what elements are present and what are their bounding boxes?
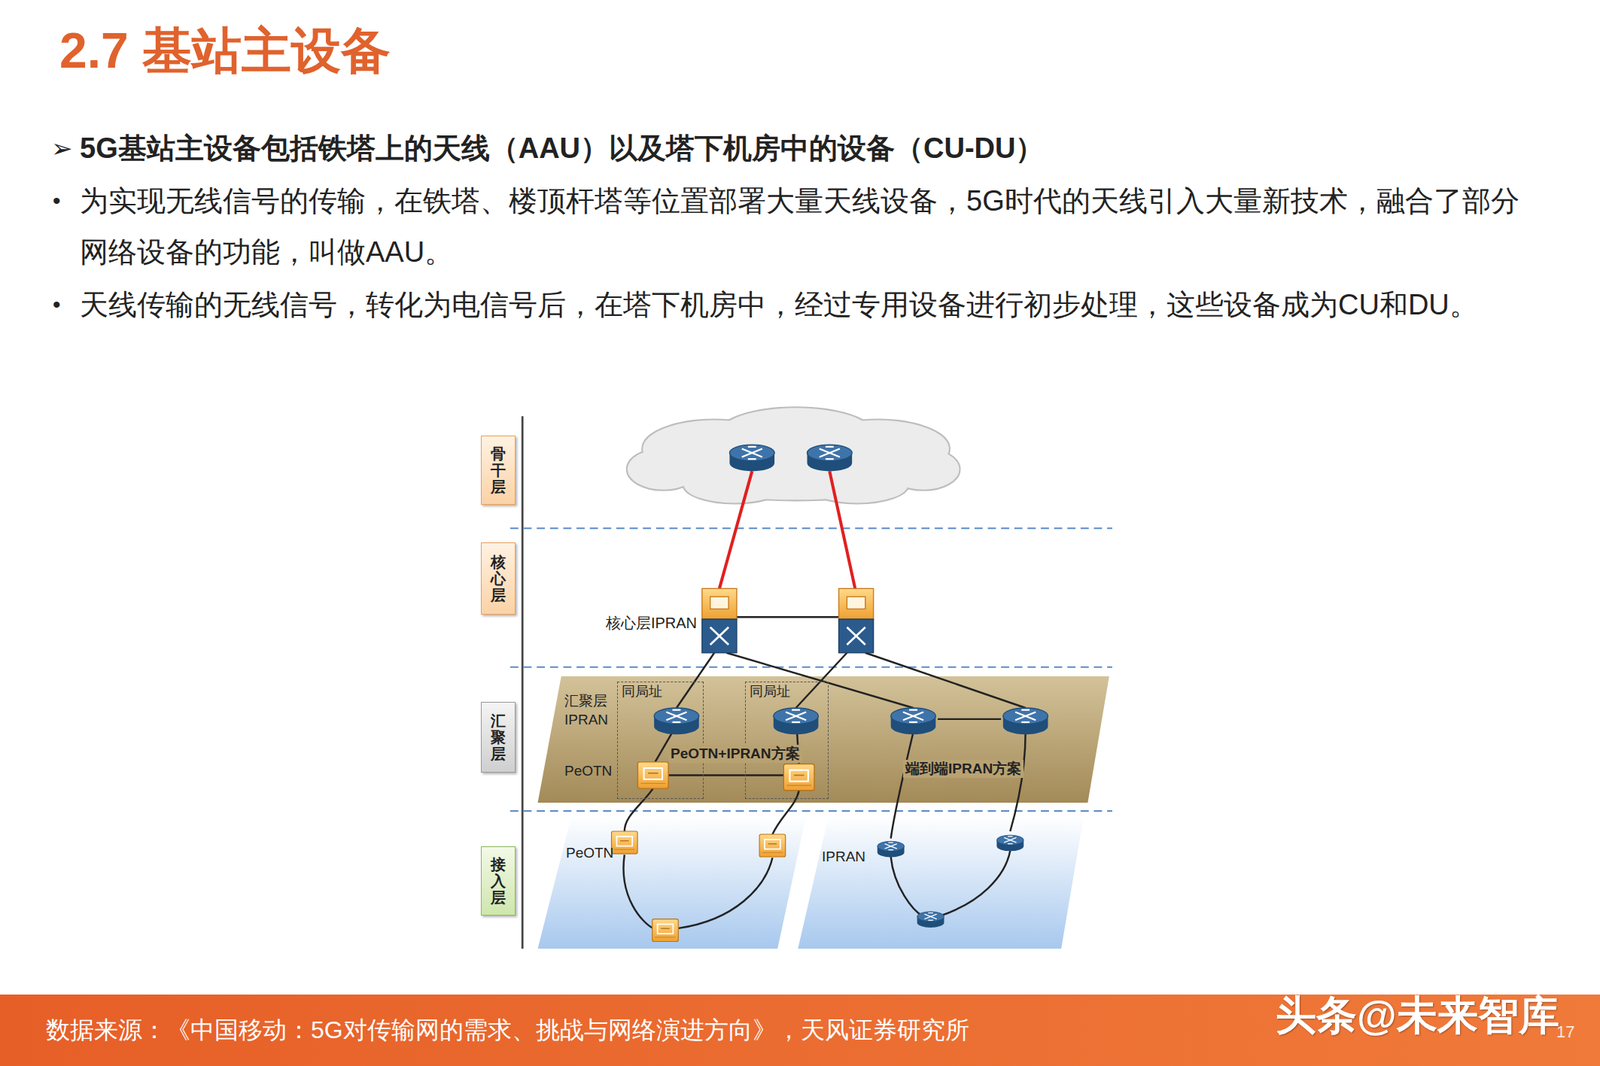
path-shape (772, 790, 799, 835)
backbone-link (719, 471, 855, 589)
line-shape (510, 666, 1113, 669)
cloud-outline (627, 407, 960, 503)
access-band (797, 816, 1084, 950)
bullet-marker: • (52, 279, 61, 331)
layer-label: 核心层 (480, 542, 516, 615)
line-shape (726, 653, 913, 709)
co-site-box: 同局址 (617, 681, 704, 800)
path-shape (891, 857, 923, 917)
ellipse-shape (683, 466, 786, 504)
device-label: IPRAN (821, 847, 866, 867)
use-shape (729, 444, 775, 472)
source-note: 数据来源：《中国移动：5G对传输网的需求、挑战与网络演进方向》，天风证券研究所 (45, 994, 970, 1066)
ellipse-shape (806, 466, 909, 504)
layer-label: 汇聚层 (480, 702, 516, 773)
use-shape (773, 708, 819, 735)
ellipse-shape (806, 466, 909, 504)
device-label: PeOTN (564, 761, 612, 782)
co-site-box: 同局址 (745, 681, 829, 800)
site-label: 同局址 (621, 683, 663, 701)
layer-name: 骨干层 (490, 445, 506, 496)
line-shape (676, 653, 715, 709)
use-shape (783, 764, 815, 791)
use-shape (996, 835, 1024, 852)
cloud-fill (627, 407, 960, 503)
layer-name: 接入层 (490, 856, 506, 907)
use-shape (611, 831, 639, 855)
convergence-band (538, 676, 1110, 804)
path-shape (624, 788, 654, 832)
ellipse-shape (683, 466, 786, 504)
use-shape (891, 708, 937, 735)
device-label: 核心层IPRAN (605, 612, 697, 634)
use-shape (1003, 708, 1049, 735)
access-band (538, 816, 807, 950)
path-shape (891, 733, 914, 840)
site-label: 同局址 (749, 683, 791, 701)
line-shape (668, 774, 784, 776)
bullet-marker: ➢ (51, 122, 74, 174)
path-shape (623, 854, 654, 929)
line-shape (510, 810, 1113, 813)
page-number: 17 (1556, 1022, 1575, 1044)
axis-line (521, 416, 524, 950)
line-shape (510, 527, 1113, 530)
bullet-marker: • (52, 175, 61, 227)
layer-name: 核心层 (490, 553, 506, 604)
layer-name: 汇聚层 (490, 712, 506, 763)
path-shape (939, 851, 1011, 917)
layer-label: 接入层 (480, 846, 516, 916)
use-shape (839, 588, 874, 653)
device-label: 汇聚层 IPRAN (564, 692, 609, 730)
line-shape (829, 471, 855, 589)
scheme-label: 端到端IPRAN方案 (903, 760, 1024, 779)
line-shape (719, 471, 752, 589)
path-shape (678, 857, 773, 929)
use-shape (806, 444, 852, 472)
use-shape (652, 919, 679, 943)
use-shape (653, 708, 700, 735)
bullet-text: 天线传输的无线信号，转化为电信号后，在塔下机房中，经过专用设备进行初步处理，这些… (79, 279, 1529, 331)
layer-label: 骨干层 (480, 435, 516, 505)
use-shape (759, 834, 786, 858)
device-label: PeOTN (565, 843, 614, 864)
use-shape (917, 912, 945, 928)
slide-title: 2.7 基站主设备 (59, 15, 391, 87)
line-shape (796, 653, 848, 709)
line-shape (865, 653, 1026, 709)
bullet-text: 为实现无线信号的传输，在铁塔、楼顶杆塔等位置部署大量天线设备，5G时代的天线引入… (79, 175, 1529, 278)
diagram-group (510, 407, 1113, 950)
layer-dividers (510, 528, 1113, 812)
line-shape (937, 718, 1001, 721)
use-shape (702, 588, 737, 653)
scheme-label: PeOTN+IPRAN方案 (668, 745, 803, 764)
use-shape (877, 841, 905, 858)
network-link (623, 617, 1026, 929)
path-shape (1009, 733, 1026, 833)
section-heading: 5G基站主设备包括铁塔上的天线（AAU）以及塔下机房中的设备（CU-DU） (79, 122, 1578, 174)
use-shape (637, 762, 669, 789)
line-shape (736, 616, 840, 618)
watermark: 头条@未来智库 (1275, 991, 1560, 1039)
